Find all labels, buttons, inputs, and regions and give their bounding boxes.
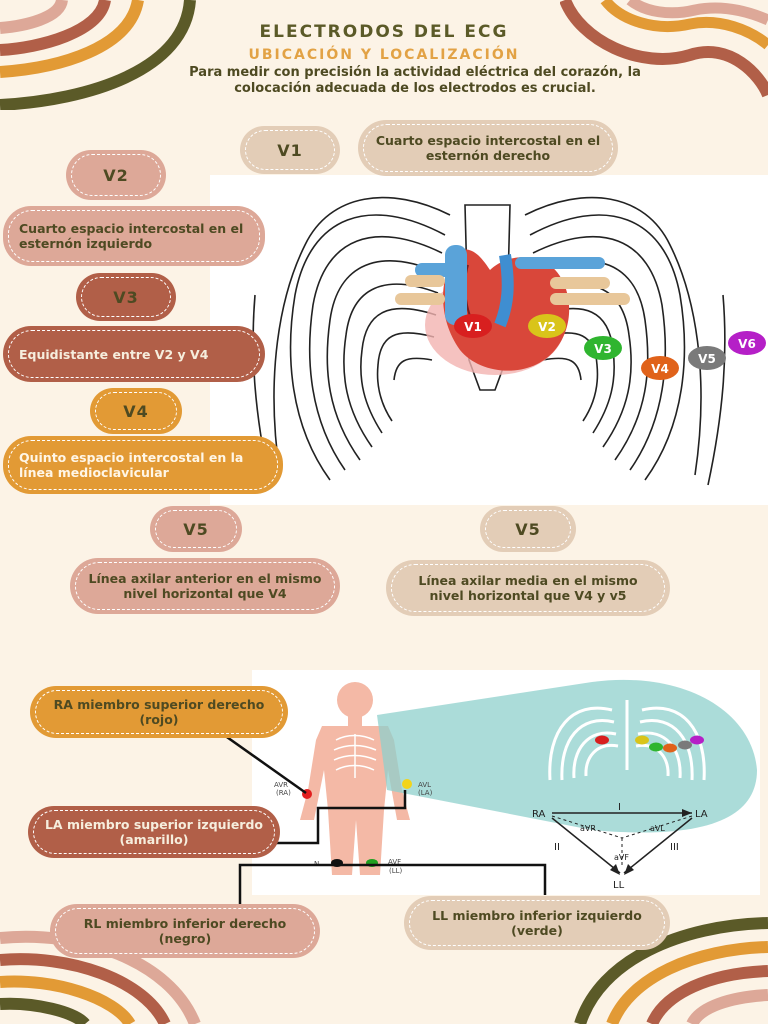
intro-text: Para medir con precisión la actividad el…	[189, 65, 641, 96]
marker-v4: V4	[641, 356, 679, 380]
decor-top-right	[560, 0, 768, 98]
v1-label: V1	[240, 126, 340, 174]
svg-text:V3: V3	[594, 342, 612, 356]
ribcage-markers: V1 V2 V3 V4 V5 V6	[454, 314, 766, 380]
marker-v5: V5	[688, 346, 726, 370]
svg-text:V1: V1	[464, 320, 482, 334]
svg-text:V2: V2	[538, 320, 556, 334]
svg-text:aVF: aVF	[614, 853, 629, 862]
einthoven-ll: LL	[613, 880, 625, 891]
avl-label: AVL	[418, 781, 431, 789]
v5a-description: Línea axilar anterior en el mismo nivel …	[70, 558, 340, 614]
svg-text:V6: V6	[738, 337, 756, 351]
avr-label: AVR	[274, 781, 288, 789]
ra-description: RA miembro superior derecho (rojo)	[30, 686, 288, 738]
decor-bottom-right	[574, 917, 768, 1024]
v5b-description: Línea axilar media en el mismo nivel hor…	[386, 560, 670, 616]
v3-description: Equidistante entre V2 y V4	[3, 326, 265, 382]
svg-text:(LL): (LL)	[389, 867, 403, 875]
marker-v1: V1	[454, 314, 492, 338]
decor-top-left	[0, 0, 196, 110]
ll-description: LL miembro inferior izquierdo (verde)	[404, 896, 670, 950]
v2-label: V2	[66, 150, 166, 200]
v4-label: V4	[90, 388, 182, 434]
v5a-label: V5	[150, 506, 242, 552]
einthoven-la: LA	[695, 809, 708, 820]
rl-description: RL miembro inferior derecho (negro)	[50, 904, 320, 958]
v4-description: Quinto espacio intercostal en la línea m…	[3, 436, 283, 494]
v3-label: V3	[76, 273, 176, 321]
svg-text:I: I	[618, 802, 621, 813]
einthoven-ra: RA	[532, 809, 546, 820]
v1-description: Cuarto espacio intercostal en el esternó…	[358, 120, 618, 176]
svg-text:(LA): (LA)	[418, 789, 433, 797]
la-description: LA miembro superior izquierdo (amarillo)	[28, 806, 280, 858]
limb-illustration: AVR (RA) AVL (LA) N AVF (LL) RA LA LL I …	[274, 679, 757, 891]
svg-text:II: II	[554, 842, 560, 853]
marker-v2: V2	[528, 314, 566, 338]
ribcage-illustration: V1 V2 V3 V4 V5 V6	[252, 196, 766, 486]
v5b-label: V5	[480, 506, 576, 552]
svg-text:aVR: aVR	[580, 824, 596, 833]
marker-v6: V6	[728, 331, 766, 355]
svg-text:V5: V5	[698, 352, 716, 366]
page-subtitle: UBICACIÓN Y LOCALIZACIÓN	[248, 47, 520, 63]
v2-description: Cuarto espacio intercostal en el esternó…	[3, 206, 265, 266]
marker-v3: V3	[584, 336, 622, 360]
svg-text:aVL: aVL	[650, 824, 665, 833]
avf-label: AVF	[388, 858, 401, 866]
svg-text:(RA): (RA)	[276, 789, 291, 797]
svg-text:V4: V4	[651, 362, 669, 376]
page-title: ELECTRODOS DEL ECG	[259, 22, 509, 42]
svg-text:III: III	[670, 842, 679, 853]
